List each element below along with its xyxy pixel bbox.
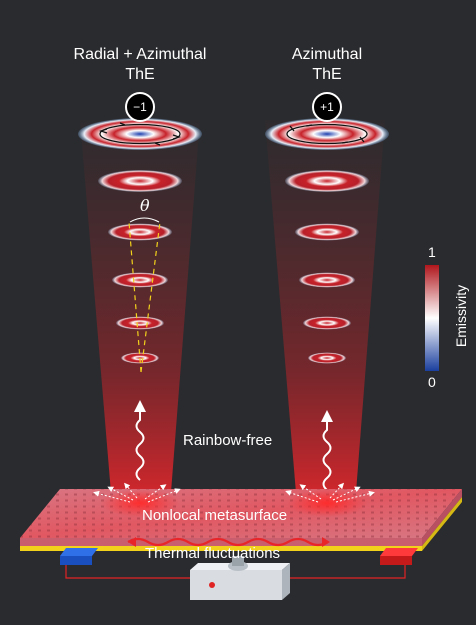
emissivity-colorbar xyxy=(425,265,439,371)
ring-stack-right xyxy=(265,118,389,364)
electrode-left xyxy=(60,548,98,565)
right-beam-title: Azimuthal ThE xyxy=(262,45,392,85)
rainbow-free-label: Rainbow-free xyxy=(183,432,273,449)
metasurface-label: Nonlocal metasurface xyxy=(142,507,288,524)
electrode-right xyxy=(380,548,418,565)
left-beam-title: Radial + Azimuthal ThE xyxy=(45,45,235,85)
colorbar-max-label: 1 xyxy=(428,244,436,260)
emission-beam-right xyxy=(265,120,385,505)
thermal-wave-arrow xyxy=(127,537,330,547)
divergence-angle-lines xyxy=(128,217,161,373)
right-topological-charge-badge: +1 xyxy=(312,92,342,122)
colorbar-title: Emissivity xyxy=(453,284,469,348)
scatter-arrows-left xyxy=(93,482,181,503)
colorbar-min-label: 0 xyxy=(428,374,436,390)
emission-beam-left xyxy=(80,120,200,505)
hotspot-left xyxy=(100,489,180,517)
wavy-arrow-right xyxy=(321,410,333,491)
thermal-fluctuations-label: Thermal fluctuations xyxy=(145,545,281,562)
right-beam-title-line2: ThE xyxy=(312,66,342,83)
hotspot-right xyxy=(287,489,367,517)
angle-theta-label: θ xyxy=(140,196,150,215)
ring-stack-left xyxy=(78,118,202,364)
left-beam-title-line2: ThE xyxy=(125,66,155,83)
left-beam-title-line1: Radial + Azimuthal xyxy=(73,46,207,63)
scatter-arrows-right xyxy=(285,482,375,503)
heater-device xyxy=(190,556,290,600)
left-topological-charge-badge: −1 xyxy=(125,92,155,122)
wavy-arrow-left xyxy=(134,400,146,481)
right-beam-title-line1: Azimuthal xyxy=(291,46,363,63)
